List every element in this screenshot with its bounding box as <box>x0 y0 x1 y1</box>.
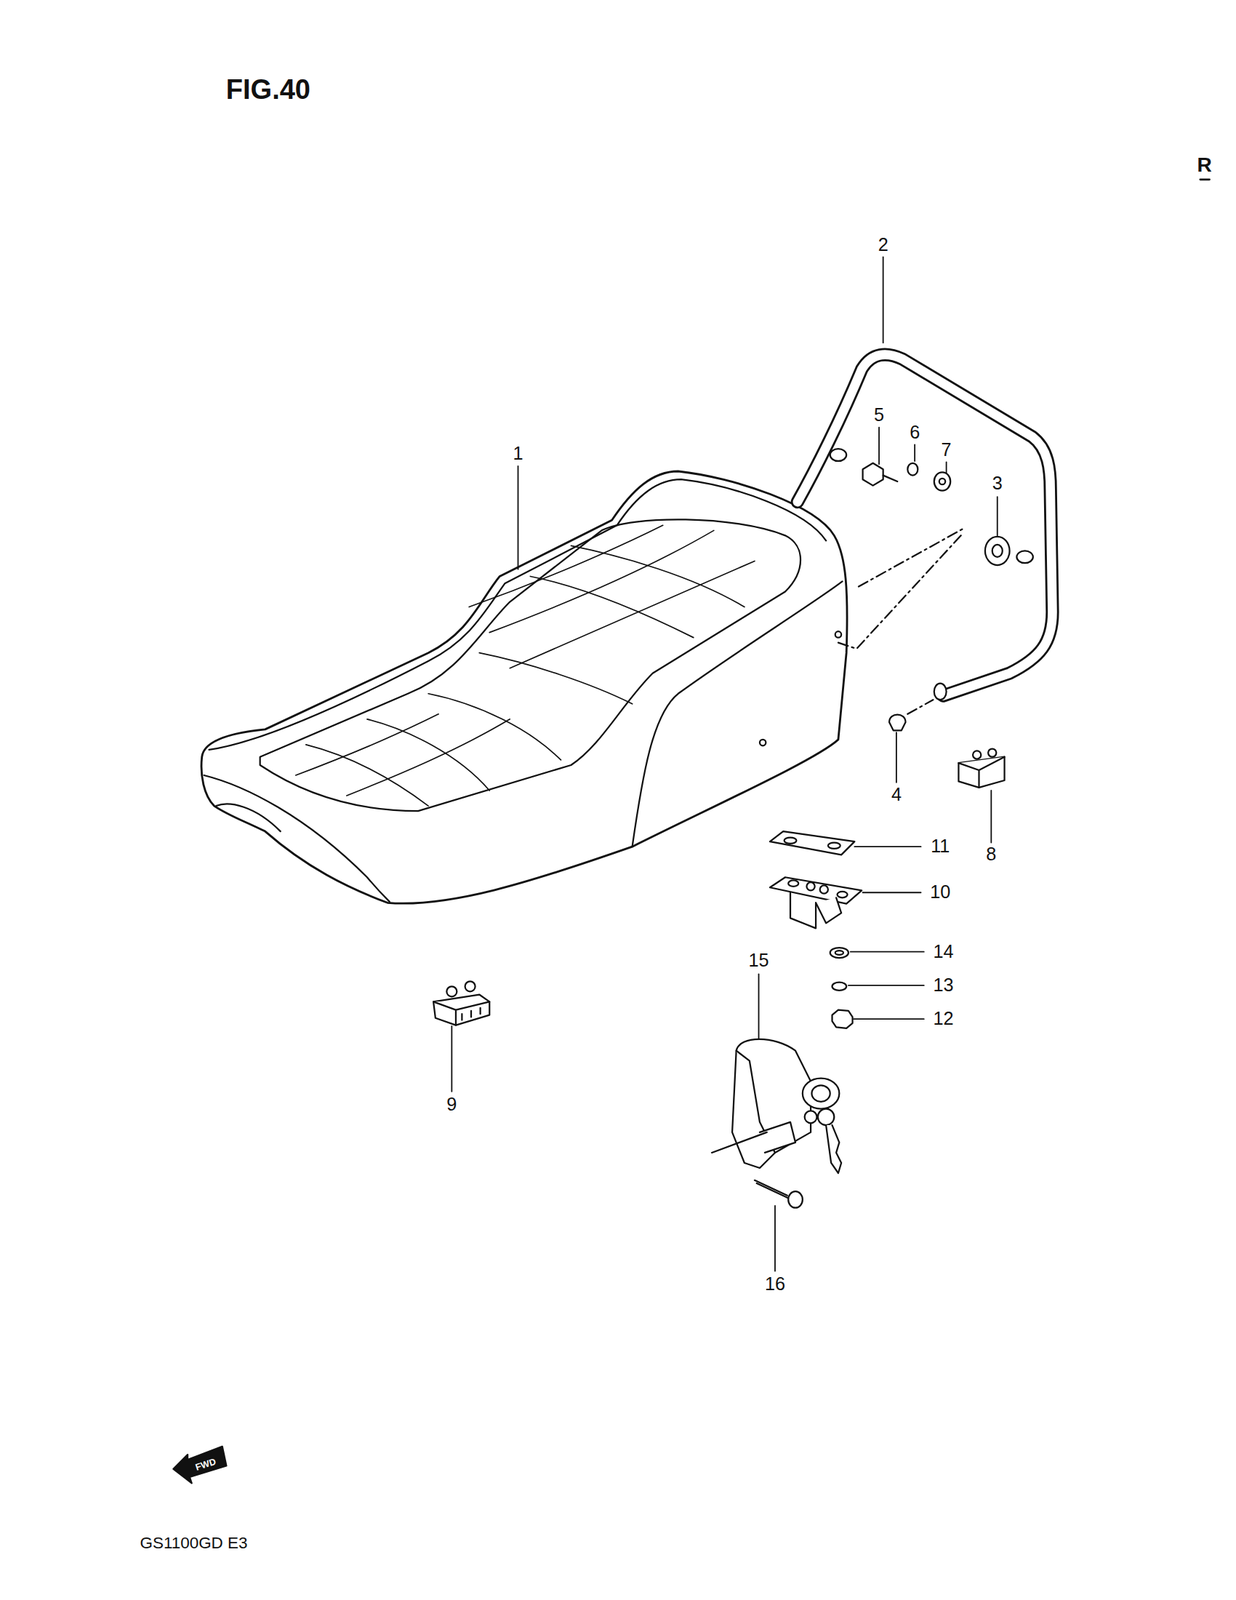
bolt <box>863 463 898 486</box>
callout-number: 9 <box>446 1094 457 1114</box>
plate <box>769 831 855 855</box>
lock-washer <box>832 982 848 991</box>
callout-number: 7 <box>941 440 952 459</box>
seat-quilting <box>295 524 755 806</box>
rail-end <box>934 683 947 700</box>
plug <box>889 714 906 731</box>
callout-number: 16 <box>764 1274 786 1293</box>
assembly-line <box>711 1132 768 1153</box>
callout-number: 13 <box>932 975 954 994</box>
seat-underside <box>215 804 280 832</box>
callout-number: 1 <box>513 444 524 464</box>
lock-washer <box>907 463 918 476</box>
collar <box>985 536 1010 565</box>
seat-bracket <box>769 876 862 928</box>
seat <box>201 471 848 904</box>
callout-number: 10 <box>929 883 951 902</box>
leader-line <box>451 256 997 1271</box>
callout-number: 6 <box>909 423 920 442</box>
rubber-cushion <box>433 980 490 1025</box>
assembly-line <box>858 528 964 587</box>
figure-title: FIG.40 <box>226 75 311 104</box>
model-code: GS1100GD E3 <box>139 1534 248 1551</box>
callout-number: 12 <box>932 1009 954 1029</box>
grab-rail <box>797 354 1053 696</box>
washer <box>934 471 951 491</box>
rubber-cushion <box>958 748 1005 788</box>
callout-number: 5 <box>873 405 885 424</box>
fwd-arrow <box>173 1446 227 1483</box>
callout-number: 4 <box>891 785 902 804</box>
seat-panel <box>260 519 801 811</box>
r-underline <box>1200 178 1210 181</box>
rail-boss <box>1016 550 1033 563</box>
seat-lock <box>732 1038 842 1173</box>
seat-hole <box>759 739 766 746</box>
nut <box>832 1009 853 1029</box>
callout-number: 14 <box>932 942 954 961</box>
seat-hole <box>835 631 842 637</box>
seat-side-line <box>204 775 390 902</box>
rail-boss <box>830 448 847 461</box>
washer <box>830 947 849 958</box>
screw <box>754 1180 803 1208</box>
callout-number: 3 <box>992 474 1003 493</box>
assembly-line <box>907 699 933 714</box>
callout-number: 2 <box>878 235 889 254</box>
callout-number: 15 <box>748 951 770 970</box>
callout-number: 11 <box>930 837 950 856</box>
callout-number: 8 <box>985 845 997 864</box>
side-mark: R <box>1196 154 1212 176</box>
assembly-line <box>838 532 965 649</box>
